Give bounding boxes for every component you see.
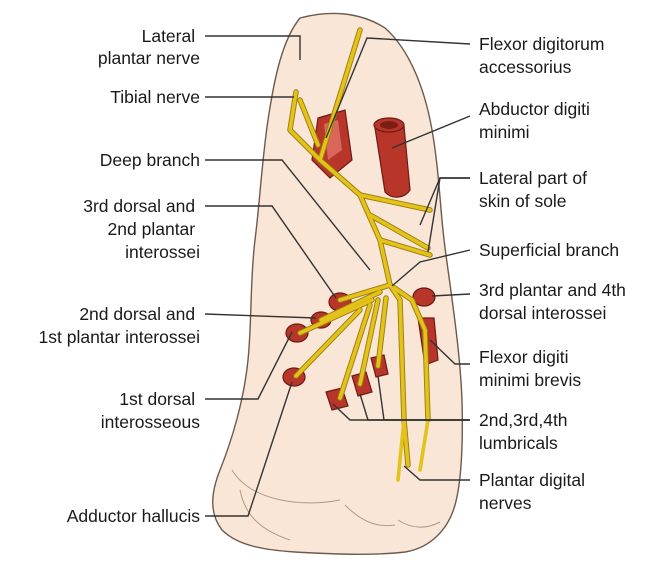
label-lateral-plantar-nerve: Lateral plantar nerve (98, 26, 200, 68)
label-lateral-part-skin-of-sole: Lateral part of skin of sole (479, 168, 592, 211)
label-adductor-hallucis: Adductor hallucis (67, 506, 201, 526)
label-third-dorsal-second-plantar-interossei: 3rd dorsal and 2nd plantar interossei (83, 196, 200, 262)
label-flexor-digiti-minimi-brevis: Flexor digiti minimi brevis (479, 347, 581, 390)
label-third-plantar-fourth-dorsal-interossei: 3rd plantar and 4th dorsal interossei (479, 280, 631, 323)
label-lumbricals: 2nd,3rd,4th lumbricals (479, 410, 572, 453)
label-abductor-digiti-minimi: Abductor digiti minimi (479, 99, 595, 142)
label-first-dorsal-interosseous: 1st dorsal interosseous (101, 389, 200, 432)
label-tibial-nerve: Tibial nerve (110, 87, 200, 107)
label-flexor-digitorum-accessorius: Flexor digitorum accessorius (479, 34, 609, 77)
label-plantar-digital-nerves: Plantar digital nerves (479, 470, 590, 513)
label-deep-branch: Deep branch (100, 150, 200, 170)
label-second-dorsal-first-plantar-interossei: 2nd dorsal and 1st plantar interossei (39, 304, 200, 347)
label-superficial-branch: Superficial branch (479, 240, 619, 260)
